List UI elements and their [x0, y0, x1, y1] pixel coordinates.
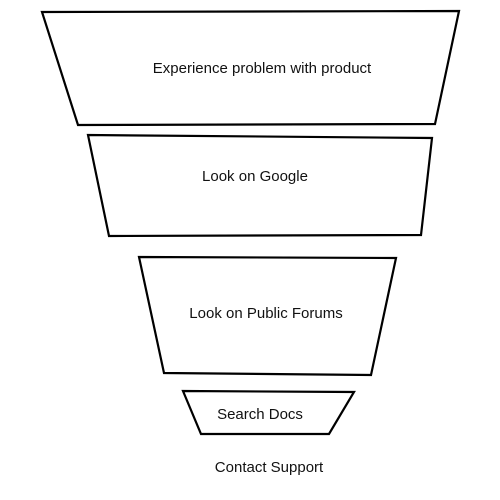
funnel-stage-2-label: Look on Google	[202, 168, 308, 185]
funnel-stage-3-shape	[137, 255, 398, 377]
funnel-final-step-label: Contact Support	[215, 459, 324, 476]
funnel-stage-3: Look on Public Forums	[137, 255, 398, 377]
funnel-stage-3-label: Look on Public Forums	[189, 305, 342, 322]
funnel-stage-2-shape	[86, 133, 434, 238]
funnel-stage-4-shape	[181, 389, 356, 436]
funnel-stage-1: Experience problem with product	[40, 9, 461, 127]
funnel-stage-2: Look on Google	[86, 133, 434, 238]
funnel-stage-4-label: Search Docs	[217, 406, 303, 423]
funnel-stage-1-shape	[40, 9, 461, 127]
funnel-stage-1-label: Experience problem with product	[153, 60, 372, 77]
funnel-stage-4: Search Docs	[181, 389, 356, 436]
